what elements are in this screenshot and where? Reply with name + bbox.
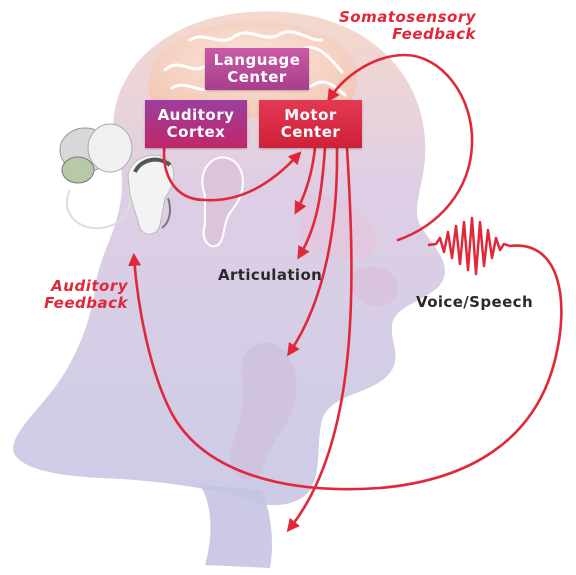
- somatosensory-label-line2: Feedback: [300, 26, 476, 43]
- motor-center-line1: Motor: [284, 107, 337, 124]
- motor-center-box: Motor Center: [259, 100, 362, 148]
- articulation-label: Articulation: [218, 266, 322, 284]
- auditory-cortex-box: Auditory Cortex: [145, 100, 247, 148]
- somatosensory-feedback-label: Somatosensory Feedback: [300, 9, 476, 43]
- auditory-cortex-line2: Cortex: [167, 124, 226, 141]
- language-center-line2: Center: [227, 69, 287, 86]
- voice-speech-label: Voice/Speech: [416, 293, 533, 311]
- auditory-cortex-line1: Auditory: [158, 107, 235, 124]
- somatosensory-label-line1: Somatosensory: [300, 9, 476, 26]
- language-center-line1: Language: [214, 52, 301, 69]
- auditory-feedback-line2: Feedback: [20, 295, 128, 312]
- language-center-box: Language Center: [205, 48, 309, 90]
- auditory-feedback-label: Auditory Feedback: [20, 278, 128, 312]
- motor-center-line2: Center: [281, 124, 341, 141]
- auditory-feedback-line1: Auditory: [20, 278, 128, 295]
